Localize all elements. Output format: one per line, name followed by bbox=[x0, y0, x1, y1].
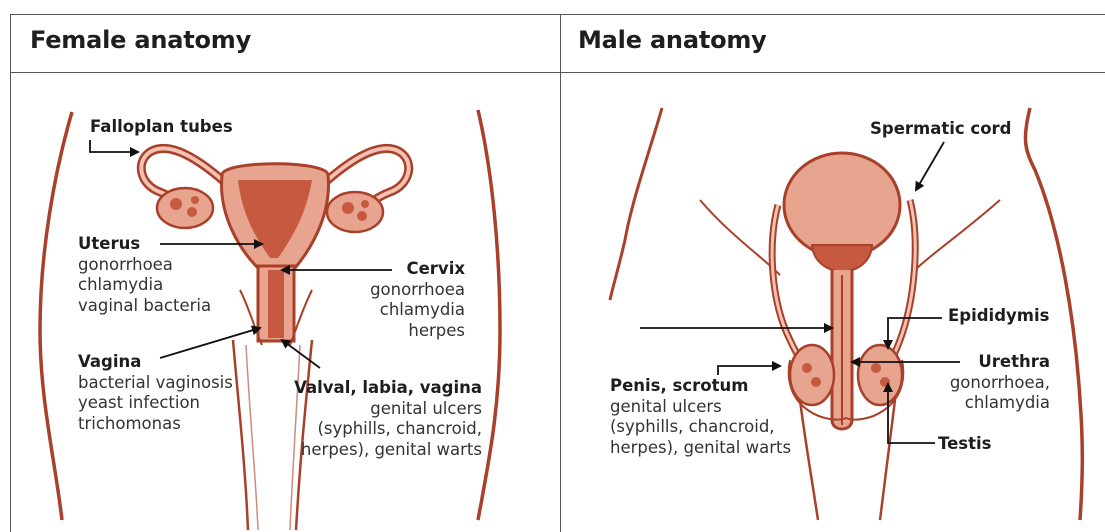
uterus-line: chlamydia bbox=[78, 275, 211, 296]
epididymis-label: Epididymis bbox=[948, 306, 1049, 327]
cervix-label: Cervix gonorrhoea chlamydia herpes bbox=[340, 259, 465, 341]
vagina-label: Vagina bacterial vaginosis yeast infecti… bbox=[78, 352, 233, 434]
penis-scrotum-heading: Penis, scrotum bbox=[610, 376, 791, 397]
vagina-line: bacterial vaginosis bbox=[78, 373, 233, 394]
vulva-line: (syphills, chancroid, bbox=[290, 419, 482, 440]
vagina-line: trichomonas bbox=[78, 414, 233, 435]
testis-label: Testis bbox=[938, 434, 991, 455]
urethra-line: chlamydia bbox=[930, 393, 1050, 414]
fallopian-tubes-label: Falloplan tubes bbox=[90, 117, 233, 138]
cervix-line: gonorrhoea bbox=[340, 280, 465, 301]
fallopian-tubes-heading: Falloplan tubes bbox=[90, 117, 233, 138]
cervix-line: herpes bbox=[340, 321, 465, 342]
testis-heading: Testis bbox=[938, 434, 991, 455]
vulva-label: Valval, labia, vagina genital ulcers (sy… bbox=[290, 378, 482, 460]
uterus-heading: Uterus bbox=[78, 234, 211, 255]
uterus-label: Uterus gonorrhoea chlamydia vaginal bact… bbox=[78, 234, 211, 316]
vagina-heading: Vagina bbox=[78, 352, 233, 373]
epididymis-heading: Epididymis bbox=[948, 306, 1049, 327]
penis-scrotum-label: Penis, scrotum genital ulcers (syphills,… bbox=[610, 376, 791, 458]
vagina-line: yeast infection bbox=[78, 393, 233, 414]
cervix-heading: Cervix bbox=[340, 259, 465, 280]
vulva-heading: Valval, labia, vagina bbox=[290, 378, 482, 399]
urethra-heading: Urethra bbox=[930, 352, 1050, 373]
spermatic-cord-heading: Spermatic cord bbox=[870, 119, 1011, 140]
uterus-line: vaginal bacteria bbox=[78, 296, 211, 317]
uterus-line: gonorrhoea bbox=[78, 255, 211, 276]
cervix-line: chlamydia bbox=[340, 300, 465, 321]
male-organs bbox=[772, 153, 915, 429]
vulva-line: herpes), genital warts bbox=[290, 440, 482, 461]
urethra-label: Urethra gonorrhoea, chlamydia bbox=[930, 352, 1050, 414]
penis-scrotum-line: herpes), genital warts bbox=[610, 438, 791, 459]
urethra-line: gonorrhoea, bbox=[930, 373, 1050, 394]
vulva-line: genital ulcers bbox=[290, 399, 482, 420]
penis-scrotum-line: genital ulcers bbox=[610, 397, 791, 418]
spermatic-cord-label: Spermatic cord bbox=[870, 119, 1011, 140]
penis-scrotum-line: (syphills, chancroid, bbox=[610, 417, 791, 438]
